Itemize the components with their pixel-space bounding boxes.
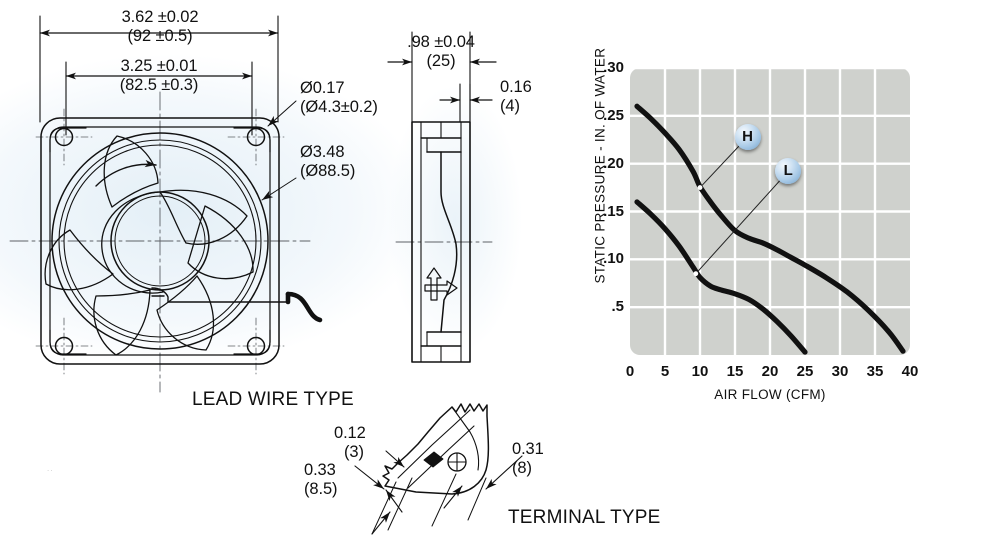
chart-y-tick: .20 [603,154,624,172]
chart-x-tick: 30 [831,363,849,380]
dim-hole-pitch [65,61,253,136]
scan-artifact: .. [47,464,54,473]
chart-y-tick: .15 [603,202,624,220]
chart-graphics [630,66,910,355]
dim-overall-width-text: 3.62 ±0.02 (92 ±0.5) [121,8,199,46]
dim-terminal-depth-text: 0.31 (8) [512,440,544,478]
impeller-blades [44,135,254,356]
dim-flange-thickness-text: 0.16 (4) [500,78,532,116]
dim-terminal-height-text: 0.12 (3) [334,424,366,462]
terminal-view [354,403,523,535]
chart-x-tick: 0 [625,363,635,380]
chart-y-tick: .25 [603,106,624,124]
lead-wire-type-caption: LEAD WIRE TYPE [192,389,354,410]
chart-x-tick: 40 [901,363,919,380]
series-callout-l: L [775,158,802,185]
mounting-holes [54,127,266,356]
dim-overall-depth-text: .98 ±0.04 (25) [407,33,475,71]
chart-x-tick: 25 [796,363,814,380]
dim-terminal-width-text: 0.33 (8.5) [304,461,338,499]
chart-x-tick: 5 [660,363,670,380]
chart-y-tick: .5 [611,298,624,316]
dim-flange-thickness [439,83,493,123]
series-callout-h: H [734,123,761,150]
chart-y-tick: .10 [603,250,624,268]
chart-x-tick: 35 [866,363,884,380]
chart-x-axis-label: AIR FLOW (CFM) [714,387,826,402]
rotation-arrow [95,159,157,187]
chart-x-tick: 20 [761,363,779,380]
terminal-type-caption: TERMINAL TYPE [508,507,661,528]
fan-front-view [9,91,323,393]
chart-x-tick: 15 [726,363,744,380]
airflow-arrows [424,267,458,301]
dim-hole-pitch-text: 3.25 ±0.01 (82.5 ±0.3) [119,57,199,95]
fan-side-view [395,121,493,363]
lead-wire [151,287,323,323]
dim-impeller-diameter-text: Ø3.48 (Ø88.5) [300,143,356,181]
dim-overall-width [39,15,279,123]
chart-y-axis-label: STATIC PRESSURE - IN. OF WATER [592,47,608,284]
dim-hole-diameter-text: Ø0.17 (Ø4.3±0.2) [300,79,378,117]
chart-y-tick: .30 [603,59,624,76]
chart-x-tick: 10 [691,363,709,380]
